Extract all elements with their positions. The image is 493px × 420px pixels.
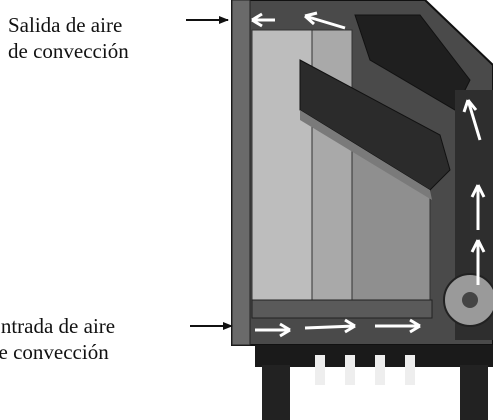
outlet-label: Salida de aire de convección — [8, 12, 129, 64]
airflow-arrow-right-1 — [462, 99, 482, 141]
airflow-arrow-bottom-3 — [375, 318, 421, 334]
base-slot-2 — [345, 355, 355, 385]
inlet-label: Entrada de aire de convección — [0, 313, 115, 365]
baffle-edge — [300, 110, 432, 200]
airflow-arrow-bottom-2 — [304, 318, 356, 334]
base-slot-4 — [405, 355, 415, 385]
base-slot-1 — [315, 355, 325, 385]
inlet-label-line1: Entrada de aire — [0, 314, 116, 338]
airflow-arrow-right-3 — [470, 239, 486, 285]
airflow-arrow-bottom-1 — [255, 322, 291, 338]
base-frame — [255, 345, 493, 367]
outlet-label-line2: de convección — [8, 39, 129, 63]
outlet-label-line1: Salida de aire — [8, 13, 123, 37]
baffle-plate — [299, 59, 451, 191]
blower-fan-hub — [462, 292, 478, 308]
left-side-panel — [231, 0, 251, 346]
leg-left — [262, 365, 290, 420]
airflow-arrows — [251, 11, 486, 338]
airflow-arrow-top-2 — [304, 11, 346, 30]
airflow-arrow-top-1 — [251, 12, 275, 28]
inlet-label-line2: de convección — [0, 340, 109, 364]
leg-right — [460, 365, 488, 420]
base-slot-3 — [375, 355, 385, 385]
firebox-floor — [251, 299, 433, 319]
airflow-arrow-right-2 — [470, 184, 486, 230]
